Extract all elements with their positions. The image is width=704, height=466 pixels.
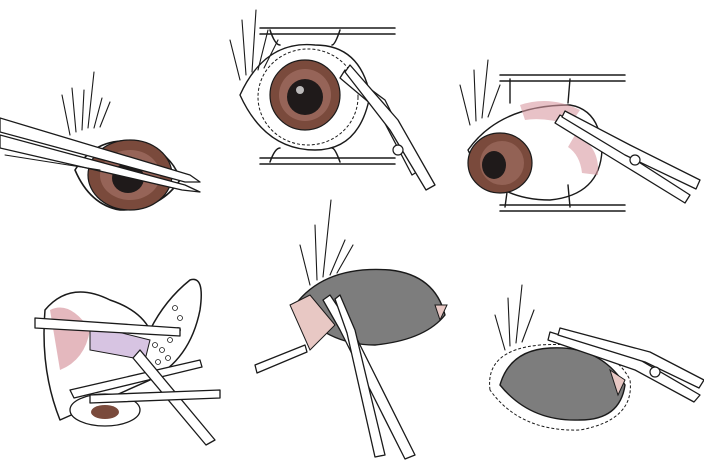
eyelashes bbox=[299, 199, 354, 286]
forceps bbox=[0, 117, 201, 193]
panel-a-drawing bbox=[0, 71, 201, 211]
scissors bbox=[339, 64, 436, 191]
eyelid-speculum bbox=[499, 74, 626, 212]
muscle-lateral bbox=[568, 135, 599, 175]
panel-globe-rotated bbox=[450, 55, 704, 225]
eyelashes bbox=[459, 59, 501, 126]
iris bbox=[91, 405, 119, 419]
pupil bbox=[287, 79, 323, 115]
socket bbox=[499, 347, 626, 421]
panel-b-drawing bbox=[229, 9, 436, 191]
eyelashes bbox=[229, 9, 279, 81]
panel-c-drawing bbox=[459, 59, 701, 212]
panel-d-drawing bbox=[34, 278, 221, 446]
hemostat bbox=[254, 294, 416, 460]
orbit-fat bbox=[43, 278, 202, 421]
pupil bbox=[482, 151, 506, 179]
panel-eye-forceps bbox=[0, 60, 215, 230]
panel-e-drawing bbox=[254, 199, 448, 460]
panel-eyelid-excision bbox=[480, 280, 704, 440]
panel-optic-nerve bbox=[30, 270, 230, 450]
eyelashes bbox=[61, 71, 111, 136]
panel-empty-socket bbox=[254, 195, 455, 465]
conjunctiva bbox=[289, 294, 336, 351]
eyelashes bbox=[494, 284, 535, 351]
panel-speculum-scissors bbox=[220, 0, 440, 200]
hemostat bbox=[34, 317, 221, 446]
scissors bbox=[554, 110, 701, 204]
muscle bbox=[50, 307, 90, 370]
scissors bbox=[547, 327, 704, 403]
panel-f-drawing bbox=[489, 284, 704, 431]
